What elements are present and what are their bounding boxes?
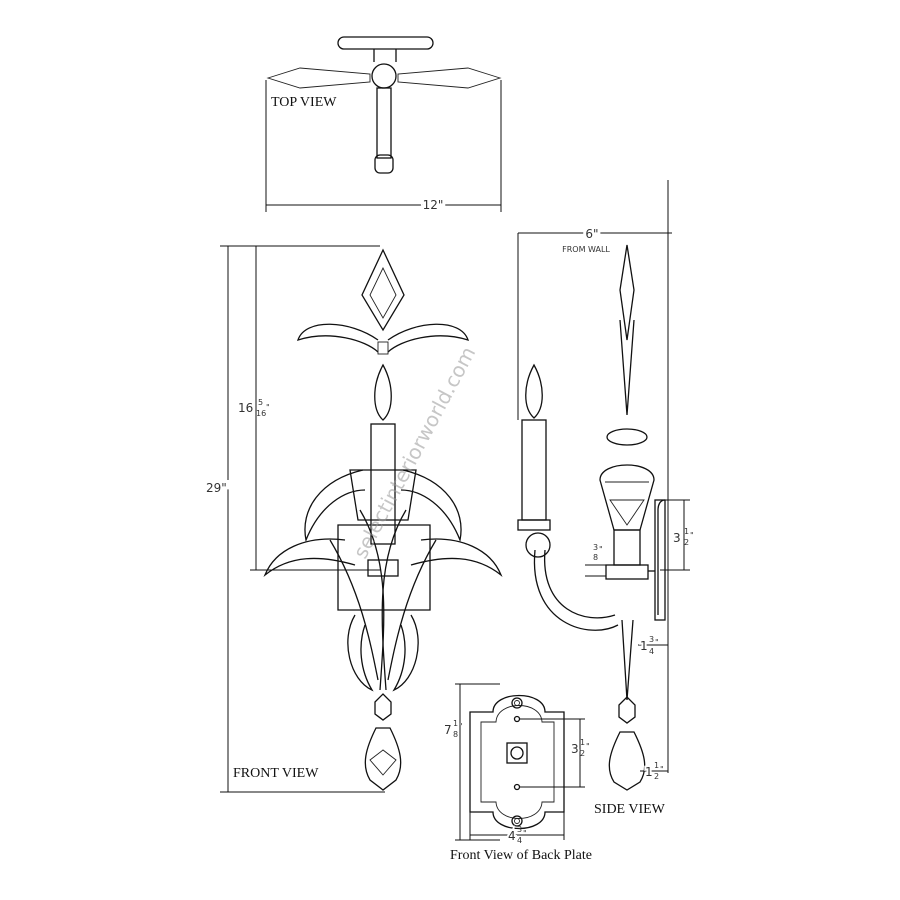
crystal-offset-upper-dimension: 1 3 4 " xyxy=(638,635,659,656)
svg-text:2: 2 xyxy=(654,772,659,781)
svg-text:1: 1 xyxy=(684,527,689,536)
svg-text:": " xyxy=(459,722,463,731)
side-view-label: SIDE VIEW xyxy=(594,802,666,817)
svg-text:4: 4 xyxy=(649,647,654,656)
svg-text:": " xyxy=(523,829,527,838)
side-plate-height-dimension: 3 1 2 " xyxy=(673,527,694,547)
svg-text:1: 1 xyxy=(654,761,659,770)
svg-text:": " xyxy=(660,765,664,774)
side-arm xyxy=(544,549,616,619)
plate-width-dimension: 4 3 4 " xyxy=(506,825,527,845)
svg-text:3: 3 xyxy=(593,543,598,552)
svg-text:8: 8 xyxy=(593,553,598,562)
side-pendant-crystal xyxy=(608,731,646,791)
svg-text:2: 2 xyxy=(684,538,689,547)
front-finial xyxy=(361,248,405,332)
svg-text:": " xyxy=(599,545,603,554)
front-small-crystal xyxy=(374,693,392,721)
top-view-label: TOP VIEW xyxy=(271,95,337,110)
back-plate-outline xyxy=(469,694,565,830)
front-view: 29" 16 5 16 " FRONT VI xyxy=(203,245,503,793)
front-top-leaf-left xyxy=(296,323,379,353)
svg-text:": " xyxy=(586,742,590,751)
svg-text:16: 16 xyxy=(238,401,253,415)
svg-text:3: 3 xyxy=(517,825,522,834)
svg-text:3: 3 xyxy=(649,635,654,644)
svg-text:2: 2 xyxy=(580,749,585,758)
back-plate-view: 7 1 8 " 3 1 2 " 4 3 4 " Front View of Ba… xyxy=(444,683,592,863)
side-finial xyxy=(619,244,635,341)
svg-text:": " xyxy=(266,403,270,412)
top-view-arm-right xyxy=(397,67,502,89)
svg-text:16: 16 xyxy=(256,409,266,418)
depth-dimension: 6" xyxy=(585,227,598,241)
overall-height-dimension: 29" xyxy=(206,481,227,495)
depth-note: FROM WALL xyxy=(562,245,610,254)
svg-text:3: 3 xyxy=(571,742,579,756)
svg-text:4: 4 xyxy=(508,829,516,843)
candle-height-dimension: 16 5 16 " xyxy=(238,398,270,418)
top-width-dimension: 12" xyxy=(423,198,444,212)
svg-text:": " xyxy=(655,638,659,647)
arm-offset-dimension: 3 8 " xyxy=(593,543,603,562)
svg-text:1: 1 xyxy=(580,738,585,747)
side-wall-plate xyxy=(654,499,666,621)
side-urn xyxy=(599,464,655,531)
front-pendant-crystal xyxy=(364,727,402,791)
back-plate-label: Front View of Back Plate xyxy=(450,848,592,863)
front-candle xyxy=(370,423,396,545)
side-flame xyxy=(525,363,543,419)
top-view-canopy xyxy=(337,36,434,50)
front-leaf-right xyxy=(410,538,503,578)
crystal-offset-lower-dimension: 1 1 2 " xyxy=(643,761,664,781)
side-candle xyxy=(521,419,547,521)
svg-text:5: 5 xyxy=(258,398,263,407)
front-flame xyxy=(374,363,392,421)
top-view: TOP VIEW 12" xyxy=(265,36,502,215)
svg-text:1: 1 xyxy=(640,639,648,653)
front-leaf-left xyxy=(263,538,356,578)
front-back-plate xyxy=(337,524,431,611)
front-view-label: FRONT VIEW xyxy=(233,766,319,781)
side-view: 6" FROM WALL 3 1 2 " xyxy=(517,180,694,817)
top-view-arm-left xyxy=(266,67,371,89)
svg-text:1: 1 xyxy=(645,765,653,779)
plate-height-dimension: 7 1 8 " xyxy=(444,719,463,739)
svg-text:8: 8 xyxy=(453,730,458,739)
svg-text:1: 1 xyxy=(453,719,458,728)
plate-hole-spacing-dimension: 3 1 2 " xyxy=(569,738,590,758)
svg-text:4: 4 xyxy=(517,836,522,845)
svg-text:3: 3 xyxy=(673,531,681,545)
svg-text:7: 7 xyxy=(444,723,452,737)
front-top-leaf-right xyxy=(387,323,470,353)
svg-text:": " xyxy=(690,531,694,540)
